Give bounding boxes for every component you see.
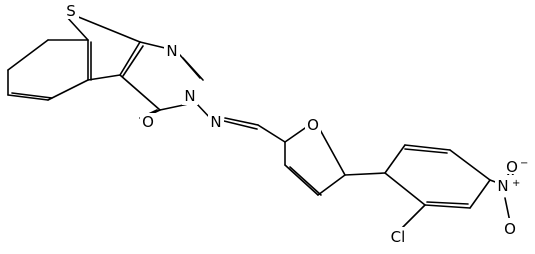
single-bond — [119, 41, 141, 76]
nitro-bottom-oxygen-label: O — [504, 220, 516, 238]
single-bond — [317, 174, 346, 196]
double-bond-line — [11, 92, 53, 99]
label-bg — [495, 175, 519, 195]
label-bg — [387, 227, 409, 245]
bond-layer — [7, 15, 517, 233]
single-bond — [47, 79, 89, 101]
double-bond-line — [404, 148, 448, 154]
label-bg — [505, 156, 525, 174]
single-bond — [119, 74, 161, 111]
single-bond — [139, 41, 166, 49]
label-bg — [502, 218, 518, 236]
label-bg — [63, 2, 79, 19]
sulfur-atom-label: S — [66, 2, 76, 20]
furan-oxygen-label: O — [307, 116, 319, 134]
double-bond-line — [122, 45, 144, 77]
label-bg — [164, 43, 180, 59]
single-bond — [317, 125, 346, 176]
single-bond — [384, 144, 406, 174]
single-bond — [424, 204, 471, 209]
pyrimidine-nitrogen-label: N — [166, 42, 177, 60]
single-bond — [449, 149, 491, 181]
single-bond — [87, 74, 121, 81]
single-bond — [344, 172, 386, 176]
double-bond-line — [223, 120, 258, 130]
nitro-nitrogen-label: N — [497, 177, 508, 195]
single-bond — [384, 172, 426, 206]
imine-nitrogen-label: N — [210, 113, 221, 131]
carbonyl-oxygen-label: O — [142, 113, 154, 131]
double-bond-line — [289, 166, 322, 196]
ring-nitrogen-label: N — [184, 87, 195, 105]
nitro-top-oxygen-label: O — [506, 158, 518, 176]
atom-label-layer: S N N N O O Cl N + O − O — [63, 2, 528, 246]
single-bond — [65, 15, 89, 41]
single-bond — [7, 94, 49, 101]
label-bg — [182, 87, 198, 105]
label-bg — [305, 116, 321, 133]
nitro-minus-charge: − — [520, 158, 528, 169]
single-bond — [404, 144, 451, 151]
single-bond — [7, 39, 49, 71]
label-bg — [140, 113, 156, 130]
double-bond-line — [426, 201, 469, 205]
single-bond — [75, 15, 141, 43]
label-bg — [208, 113, 224, 130]
single-bond — [469, 179, 491, 209]
chlorine-atom-label: Cl — [391, 228, 406, 246]
single-bond — [284, 125, 309, 143]
single-bond — [284, 164, 319, 196]
single-bond — [224, 117, 259, 126]
double-bond-line — [182, 57, 204, 81]
nitro-plus-charge: + — [512, 178, 520, 189]
single-bond — [257, 124, 286, 143]
